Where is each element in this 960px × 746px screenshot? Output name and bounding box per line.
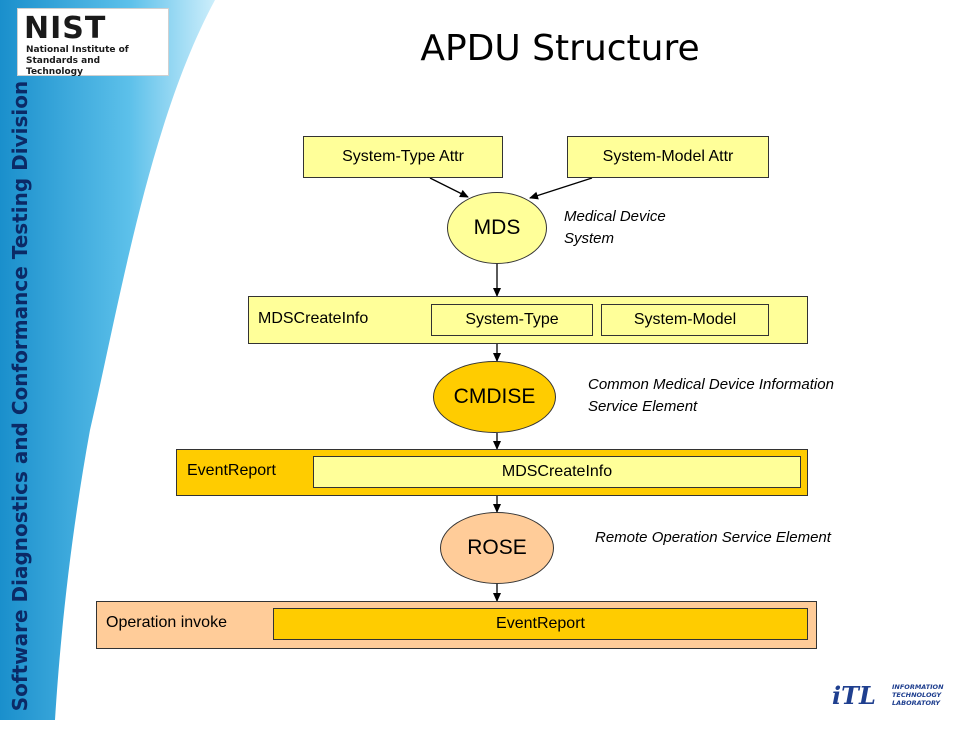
itl-logo: iTL INFORMATION TECHNOLOGY LABORATORY: [832, 681, 950, 711]
operation-invoke-event-report-box: EventReport: [273, 608, 808, 640]
mds-note: Medical Device System: [564, 208, 666, 247]
rose-oval: ROSE: [440, 512, 554, 584]
division-title: Software Diagnostics and Conformance Tes…: [8, 80, 32, 712]
system-model-attr-box: System-Model Attr: [567, 136, 769, 178]
page-title: APDU Structure: [420, 28, 700, 69]
rose-note: Remote Operation Service Element: [595, 529, 831, 546]
sidebar-background: [0, 0, 215, 720]
cmdise-note: Common Medical Device Information Servic…: [588, 376, 834, 415]
itl-logo-mark: iTL: [832, 681, 876, 710]
mds-create-info-label: MDSCreateInfo: [258, 310, 369, 327]
cmdise-oval: CMDISE: [433, 361, 556, 433]
system-model-box: System-Model: [601, 304, 769, 336]
itl-logo-words: INFORMATION TECHNOLOGY LABORATORY: [892, 683, 944, 707]
nist-logo-subtitle: National Institute of Standards and Tech…: [26, 45, 129, 77]
operation-invoke-label: Operation invoke: [106, 614, 227, 631]
system-type-box: System-Type: [431, 304, 593, 336]
nist-logo-text: NIST: [24, 11, 107, 46]
event-report-label: EventReport: [187, 462, 276, 479]
mds-oval: MDS: [447, 192, 547, 264]
nist-logo: NIST National Institute of Standards and…: [17, 8, 169, 77]
system-type-attr-box: System-Type Attr: [303, 136, 503, 178]
event-report-mds-create-info-box: MDSCreateInfo: [313, 456, 801, 488]
